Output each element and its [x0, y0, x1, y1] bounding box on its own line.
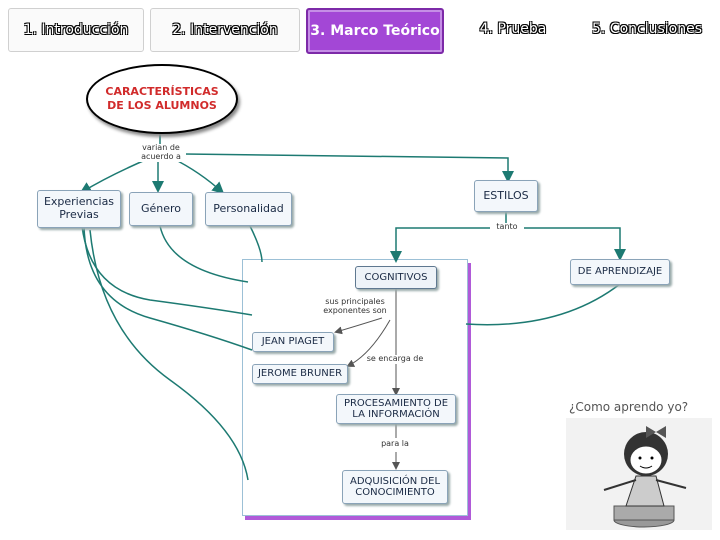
- link-varian-line-1: varian de: [142, 143, 180, 152]
- node-adquisicion-line-2: CONOCIMIENTO: [355, 487, 435, 498]
- root-line-2: DE LOS ALUMNOS: [107, 99, 217, 112]
- root-concept[interactable]: CARACTERÍSTICAS DE LOS ALUMNOS: [86, 64, 238, 134]
- link-tanto-label: tanto: [496, 222, 518, 231]
- tab-intervencion[interactable]: 2. Intervención: [150, 8, 300, 52]
- link-para-label: para la: [381, 439, 409, 448]
- node-genero[interactable]: Género: [129, 192, 193, 226]
- link-principales: sus principales exponentes son: [322, 297, 388, 316]
- node-procesamiento-line-2: LA INFORMACIÓN: [352, 409, 440, 420]
- link-principales-line-2: exponentes son: [323, 305, 387, 315]
- tab-label: 3. Marco Teórico: [310, 23, 440, 39]
- node-genero-label: Género: [140, 201, 182, 215]
- node-jean-piaget[interactable]: JEAN PIAGET: [252, 332, 334, 352]
- node-estilos-label: ESTILOS: [483, 188, 529, 202]
- link-tanto: tanto: [490, 222, 524, 232]
- node-de-aprendizaje[interactable]: DE APRENDIZAJE: [570, 259, 670, 285]
- node-cognitivos[interactable]: COGNITIVOS: [355, 266, 437, 289]
- node-personalidad[interactable]: Personalidad: [205, 192, 292, 226]
- root-line-1: CARACTERÍSTICAS: [105, 85, 219, 99]
- node-jerome-bruner[interactable]: JEROME BRUNER: [252, 364, 348, 384]
- link-varian-line-2: acuerdo a: [141, 151, 181, 161]
- node-bruner-label: JEROME BRUNER: [257, 368, 343, 380]
- node-adquisicion[interactable]: ADQUISICIÓN DEL CONOCIMIENTO: [342, 470, 448, 504]
- nav-tabs: 1. Introducción 2. Intervención 3. Marco…: [0, 0, 720, 58]
- tab-label: 4. Prueba: [479, 21, 547, 37]
- tab-introduccion[interactable]: 1. Introducción: [8, 8, 144, 52]
- node-piaget-label: JEAN PIAGET: [261, 336, 325, 348]
- link-encarga: se encarga de: [364, 354, 426, 364]
- link-para: para la: [377, 439, 413, 449]
- node-experiencias-previas[interactable]: Experiencias Previas: [37, 190, 121, 228]
- cartoon-illustration: [566, 418, 712, 530]
- link-principales-line-1: sus principales: [325, 297, 385, 306]
- node-aprendizaje-label: DE APRENDIZAJE: [577, 266, 663, 278]
- node-experiencias-line-1: Experiencias: [43, 195, 115, 209]
- node-personalidad-label: Personalidad: [213, 201, 284, 215]
- mafalda-cartoon-icon: [566, 418, 712, 530]
- tab-label: 5. Conclusiones: [591, 21, 702, 37]
- tab-label: 2. Intervención: [172, 22, 278, 38]
- node-experiencias-line-2: Previas: [59, 208, 99, 221]
- node-procesamiento-line-1: PROCESAMIENTO DE: [343, 397, 449, 409]
- link-varian: varian de acuerdo a: [136, 143, 186, 162]
- node-adquisicion-line-1: ADQUISICIÓN DEL: [349, 475, 441, 487]
- node-procesamiento[interactable]: PROCESAMIENTO DE LA INFORMACIÓN: [336, 394, 456, 424]
- tab-marco-teorico[interactable]: 3. Marco Teórico: [306, 8, 444, 54]
- node-cognitivos-label: COGNITIVOS: [364, 271, 428, 283]
- tab-label: 1. Introducción: [23, 22, 129, 38]
- link-encarga-label: se encarga de: [366, 354, 424, 363]
- node-estilos[interactable]: ESTILOS: [474, 180, 538, 212]
- tab-conclusiones[interactable]: 5. Conclusiones: [580, 8, 714, 50]
- side-caption: ¿Como aprendo yo?: [569, 400, 689, 414]
- tab-prueba[interactable]: 4. Prueba: [452, 8, 574, 50]
